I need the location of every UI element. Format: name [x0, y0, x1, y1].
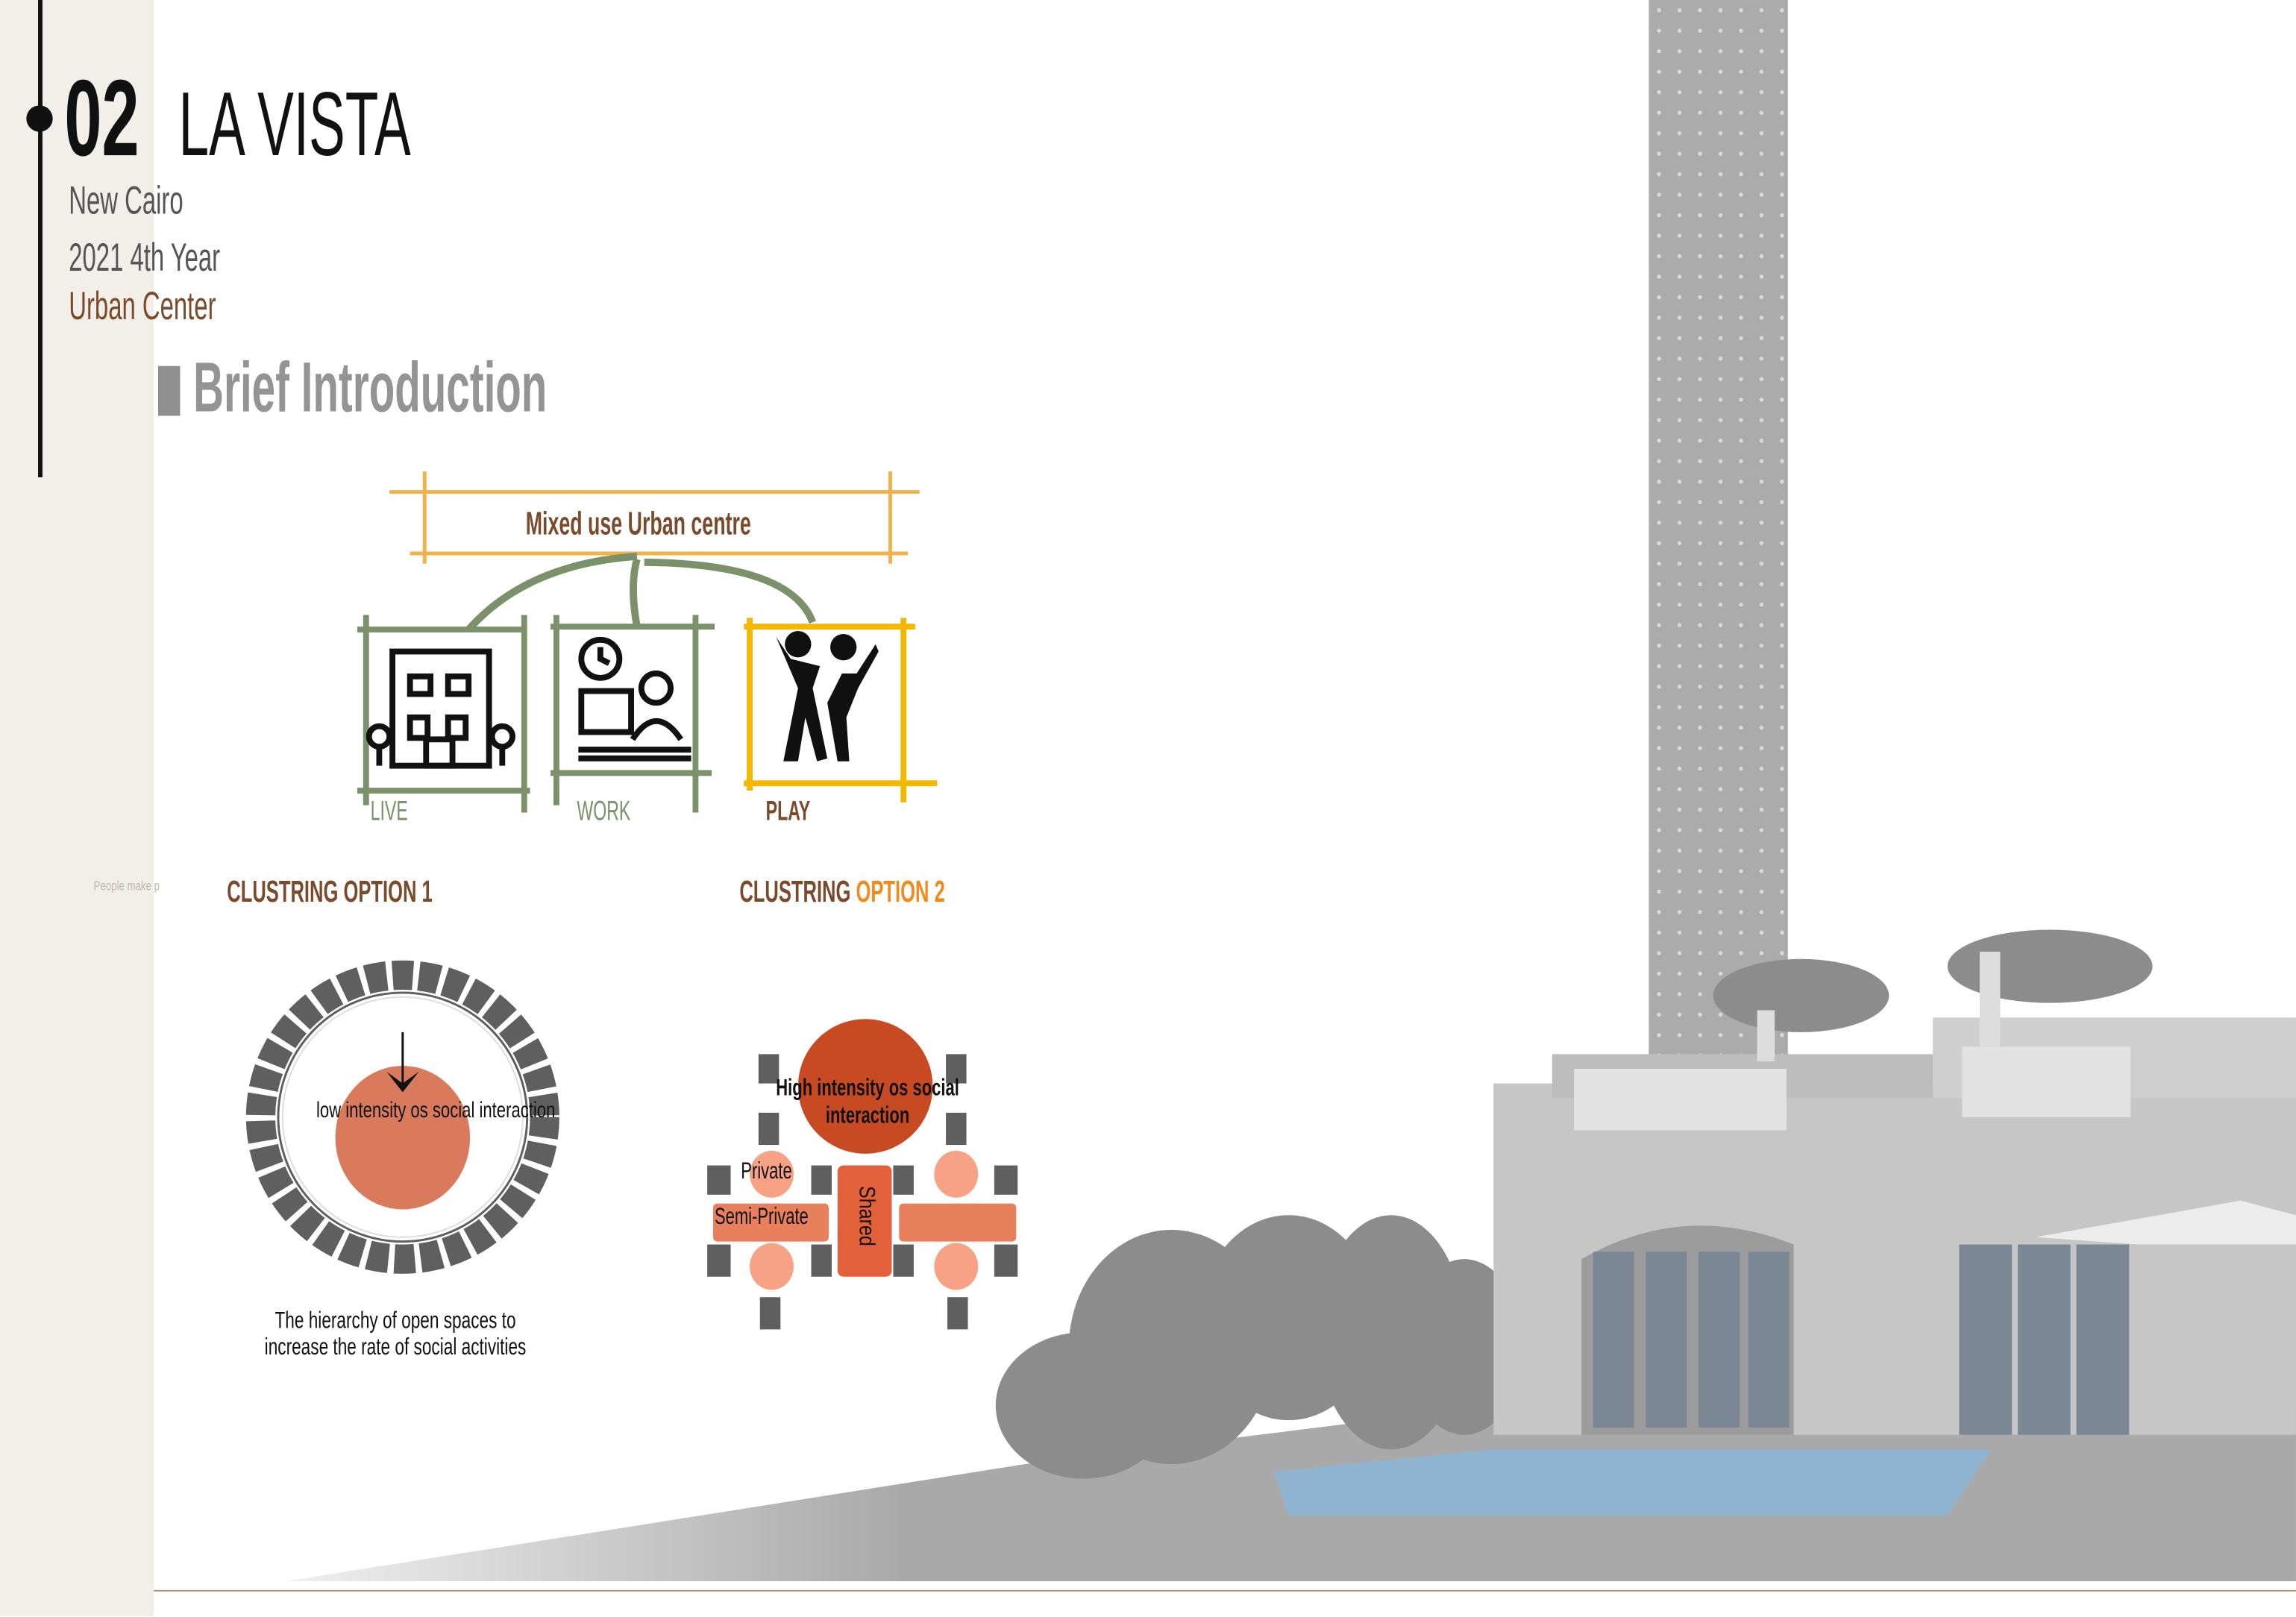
timeline-dot — [26, 105, 53, 132]
option1-caption: The hierarchy of open spaces to increase… — [237, 1309, 553, 1362]
main-label-frame — [389, 471, 920, 564]
shared-block — [837, 1165, 892, 1277]
side-note: People make p — [93, 878, 160, 894]
main-label: Mixed use Urban centre — [525, 505, 751, 542]
play-frame — [744, 618, 938, 803]
caption-line-2: increase the rate of social activities — [264, 1335, 527, 1360]
semi-private-block — [712, 1203, 829, 1242]
bottom-rule — [154, 1589, 2296, 1592]
semi-private-label: Semi-Private — [714, 1205, 809, 1230]
live-frame — [357, 615, 530, 813]
option2-diagram — [707, 1019, 1018, 1330]
option1-center-text: low intensity os social interaction — [316, 1098, 556, 1123]
project-type: Urban Center — [69, 283, 216, 328]
option2-center-text: High intensity os social interaction — [762, 1075, 973, 1131]
work-frame — [551, 615, 715, 813]
ring-blocks — [245, 960, 559, 1274]
section-title: Brief Introduction — [193, 350, 548, 428]
section-marker — [158, 365, 181, 416]
caption-line-1: The hierarchy of open spaces to — [275, 1308, 516, 1334]
shared-circle — [797, 1019, 933, 1154]
option2-title-part2: OPTION 2 — [856, 875, 945, 910]
building-icon — [366, 648, 515, 769]
center-text-line-2: interaction — [825, 1104, 910, 1129]
option1-title: CLUSTRING OPTION 1 — [227, 875, 433, 910]
private-label: Private — [741, 1159, 792, 1185]
project-name: LA VISTA — [178, 75, 411, 176]
left-band — [0, 0, 154, 1617]
location: New Cairo — [69, 178, 184, 223]
option2-title-part1: CLUSTRING — [739, 875, 856, 910]
live-label: LIVE — [370, 796, 408, 828]
center-text-line-1: High intensity os social — [776, 1076, 959, 1102]
seat-blocks — [707, 1054, 1018, 1330]
office-worker-icon — [578, 636, 691, 762]
work-label: WORK — [577, 796, 631, 828]
center-circle — [335, 1066, 471, 1210]
shared-label: Shared — [853, 1186, 879, 1246]
dancing-people-icon — [776, 631, 879, 762]
year: 2021 4th Year — [69, 236, 221, 280]
play-label: PLAY — [765, 796, 811, 828]
project-number: 02 — [64, 57, 139, 179]
option2-title: CLUSTRING OPTION 2 — [739, 876, 944, 911]
option1-diagram — [245, 960, 559, 1274]
timeline-line — [38, 0, 43, 477]
arrows — [465, 553, 817, 632]
